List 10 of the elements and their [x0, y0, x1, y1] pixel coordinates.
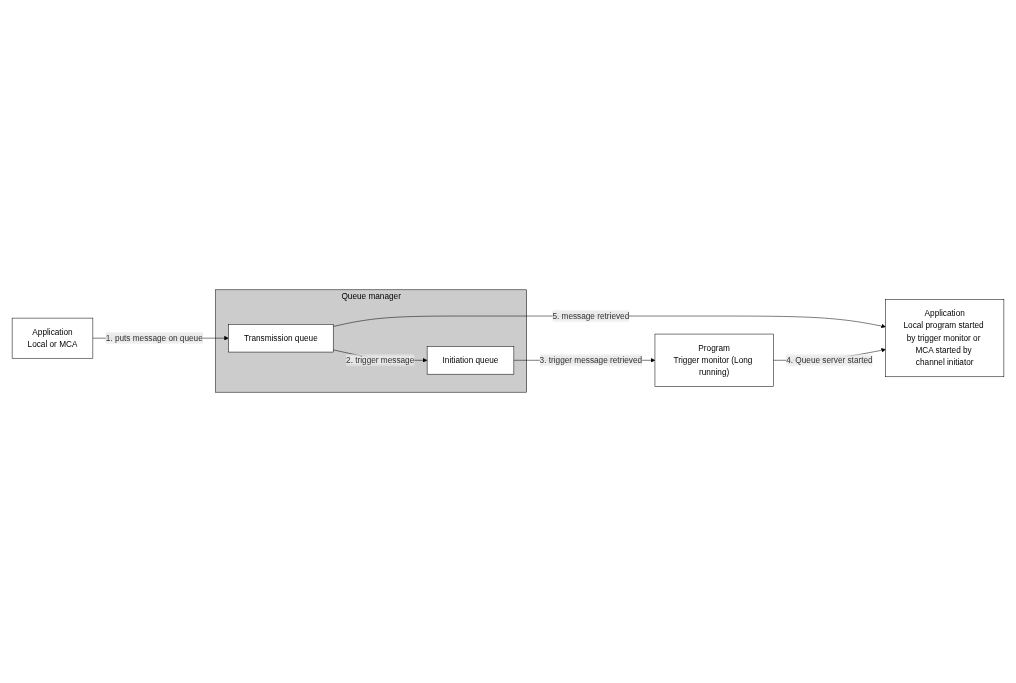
node-box: Program Trigger monitor (Long running)	[654, 333, 774, 387]
edge-label: 4. Queue server started	[786, 355, 873, 365]
edge-label: 2. trigger message	[346, 355, 415, 365]
edge-label: 3. trigger message retrieved	[539, 355, 643, 365]
node-box: Application Local program started by trigger monitor or MCA started by channel initiator	[885, 299, 1005, 377]
edge-label: 1. puts message on queue	[105, 333, 203, 343]
node-box: Application Local or MCA	[11, 317, 94, 359]
node-box: Initiation queue	[426, 346, 515, 375]
node-box: Transmission queue	[228, 324, 334, 353]
edge-label: 5. message retrieved	[552, 311, 630, 321]
